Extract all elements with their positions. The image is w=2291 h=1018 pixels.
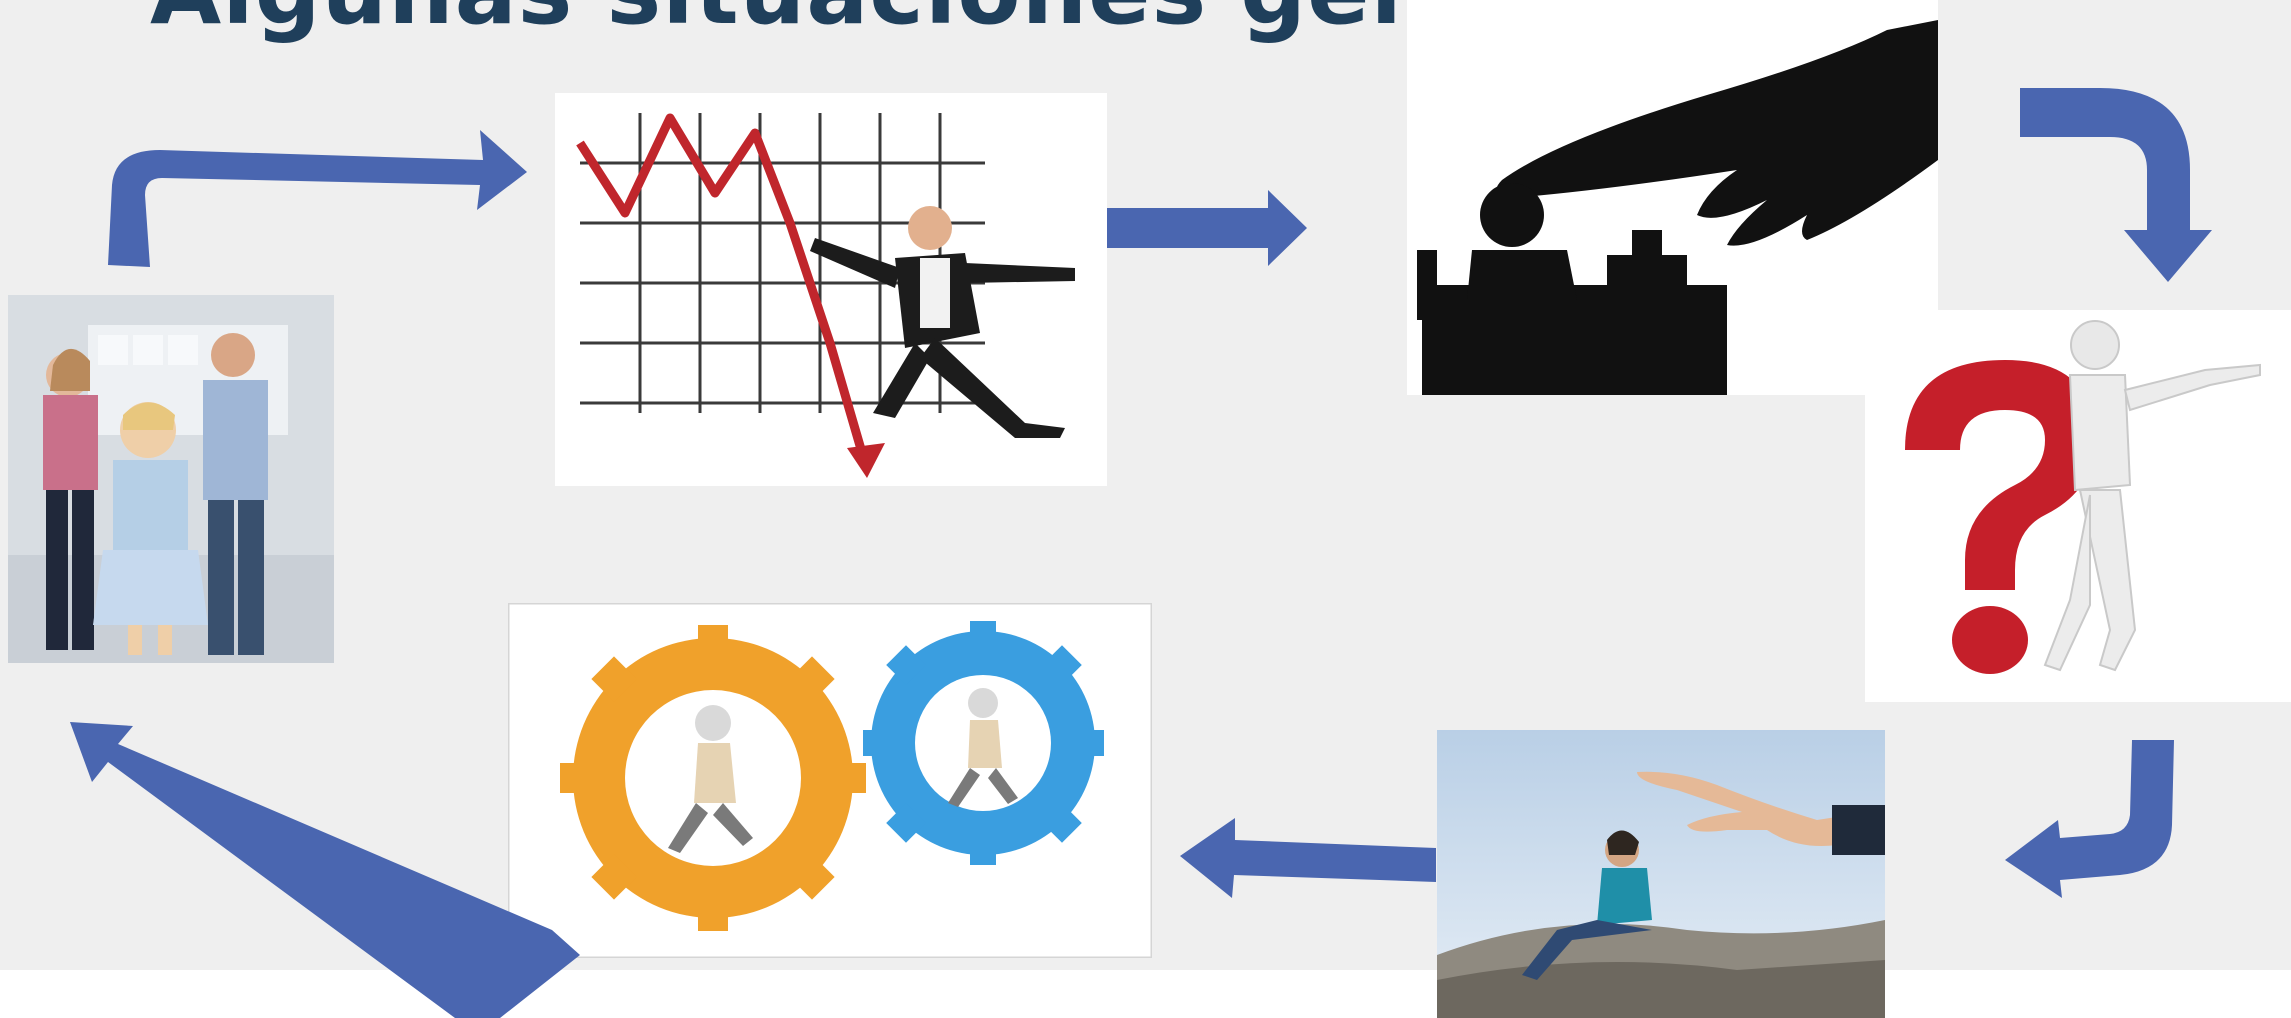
falling-chart-businessman-icon (555, 93, 1107, 486)
hand-flicking-person-icon (1437, 730, 1885, 1018)
arrow-chart-to-hand-icon (1107, 190, 1307, 266)
arrow-gears-to-family-icon (70, 722, 580, 1018)
flick-away-photo (1437, 730, 1885, 1018)
mannequin-question-mark-icon (1865, 310, 2291, 702)
family-arguing-icon (8, 295, 334, 663)
dismissal-hand-photo (1407, 0, 1938, 395)
slide-bottom-band (0, 970, 2291, 1018)
arrow-flick-to-gears-icon (1180, 818, 1436, 898)
family-conflict-photo (8, 295, 334, 663)
gears-people-photo (508, 603, 1152, 958)
people-running-in-gears-icon (508, 603, 1152, 958)
arrow-family-to-chart-icon (108, 130, 527, 267)
market-crash-photo (555, 93, 1107, 486)
arrow-hand-to-question-icon (2020, 88, 2212, 282)
question-mark-photo (1865, 310, 2291, 702)
pointing-hand-office-worker-icon (1407, 0, 1938, 395)
arrow-question-to-flick-icon (2005, 740, 2174, 898)
